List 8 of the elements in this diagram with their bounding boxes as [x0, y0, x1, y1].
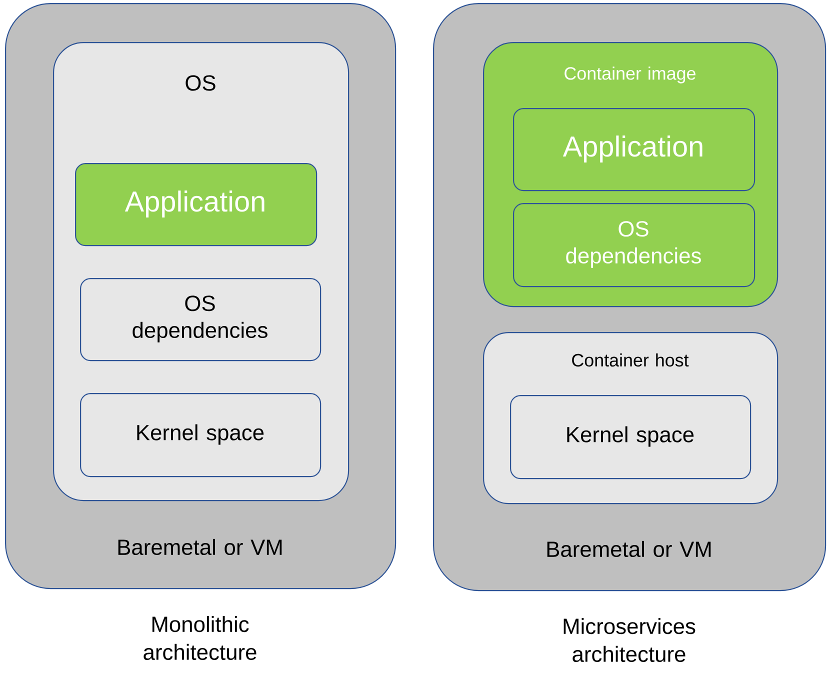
node-label: Microservices architecture — [564, 618, 696, 662]
node-label: Monolithic architecture — [144, 616, 256, 660]
layer-box: OS dependencies — [80, 278, 322, 362]
layer-box: Kernel space — [80, 393, 322, 478]
application-box: Application — [75, 163, 318, 246]
application-box: Application — [513, 108, 756, 192]
layer-box: Kernel space — [510, 395, 752, 480]
layer-box: OS dependencies — [513, 203, 756, 288]
